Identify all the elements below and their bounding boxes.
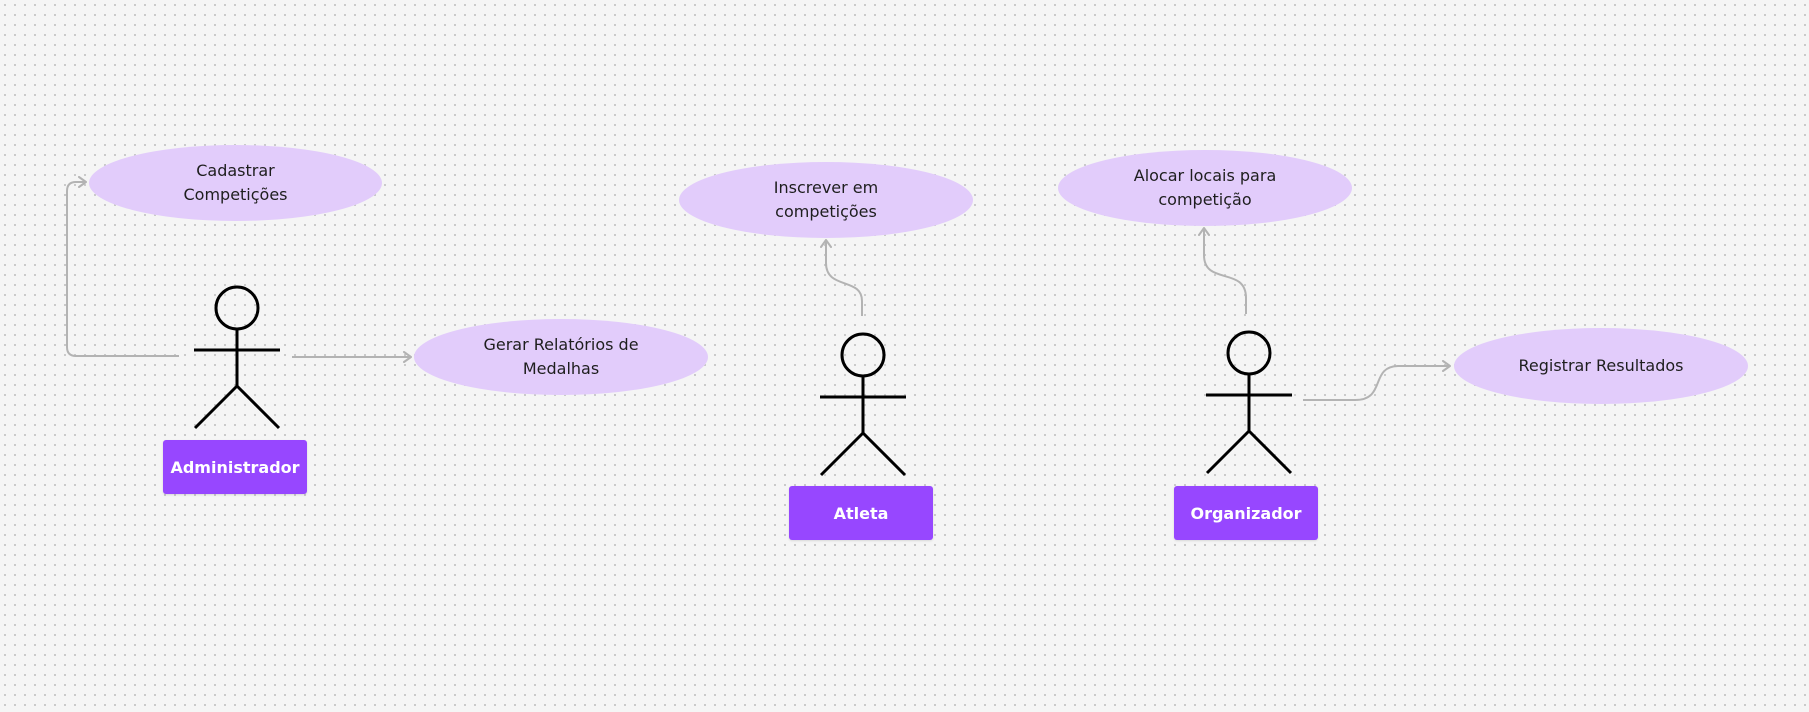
connector-administrador-cadastrar[interactable] xyxy=(66,176,179,357)
connector-organizador-registrar[interactable] xyxy=(1303,360,1451,401)
use-case-alocar[interactable]: Alocar locais para competição xyxy=(1058,150,1352,226)
actor-label-text: Administrador xyxy=(170,457,300,477)
actor-label-text: Atleta xyxy=(833,503,889,523)
use-case-registrar[interactable]: Registrar Resultados xyxy=(1454,328,1748,404)
use-case-label: Registrar Resultados xyxy=(1518,356,1684,375)
connector-organizador-alocar[interactable] xyxy=(1198,227,1247,314)
use-case-cadastrar[interactable]: Cadastrar Competições xyxy=(89,145,382,221)
stick-figure-icon[interactable] xyxy=(818,331,910,479)
connector-atleta-inscrever[interactable] xyxy=(820,239,863,316)
use-case-label: Cadastrar Competições xyxy=(183,161,288,204)
actor-label-text: Organizador xyxy=(1190,503,1302,523)
stick-figure-icon[interactable] xyxy=(192,284,284,432)
use-case-gerar[interactable]: Gerar Relatórios de Medalhas xyxy=(414,319,708,395)
use-case-inscrever[interactable]: Inscrever em competições xyxy=(679,162,973,238)
use-case-label: Alocar locais para competição xyxy=(1133,166,1277,209)
stick-figure-icon[interactable] xyxy=(1204,329,1296,477)
use-case-label: Inscrever em competições xyxy=(773,178,879,221)
actor-label-administrador[interactable]: Administrador xyxy=(163,440,307,494)
use-case-label: Gerar Relatórios de Medalhas xyxy=(483,335,639,378)
actor-label-atleta[interactable]: Atleta xyxy=(789,486,933,540)
actor-label-organizador[interactable]: Organizador xyxy=(1174,486,1318,540)
